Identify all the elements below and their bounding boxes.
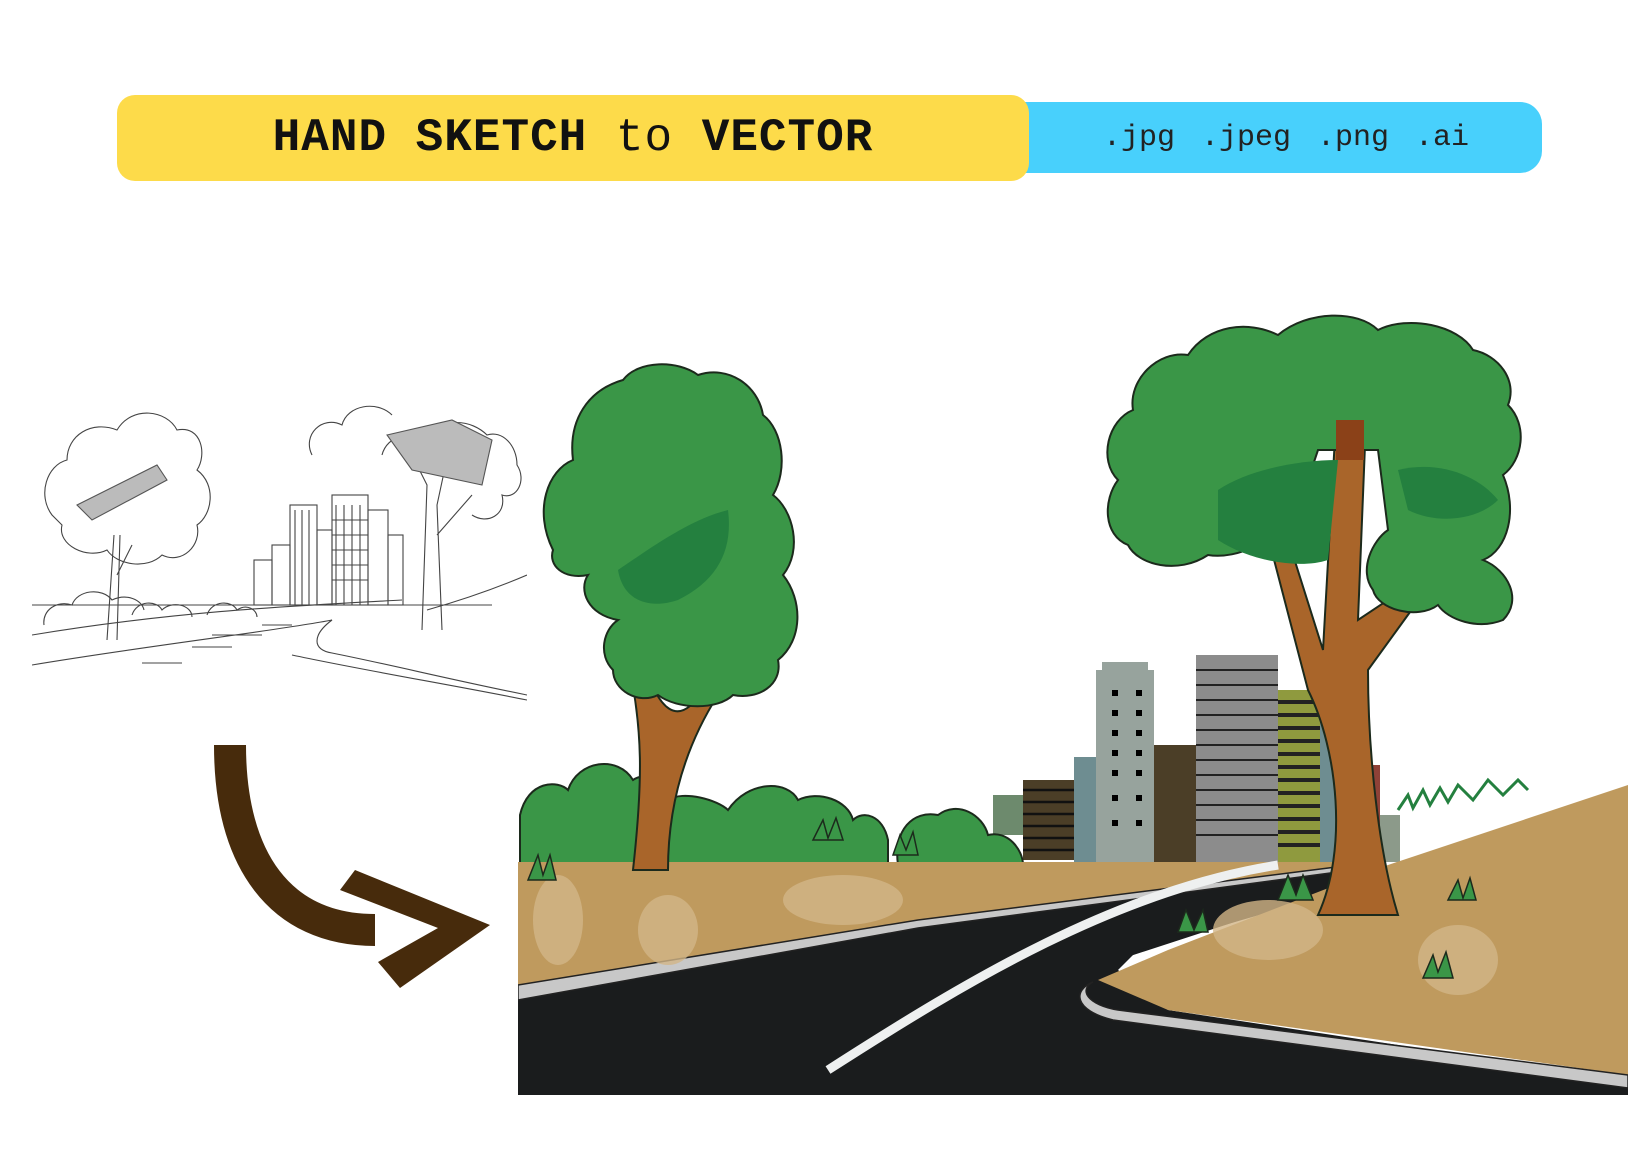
right-tree (1106, 314, 1522, 916)
format-jpg: .jpg (1102, 120, 1175, 155)
page-title: HAND SKETCH to VECTOR (273, 112, 874, 164)
formats-banner: .jpg .jpeg .png .ai (1000, 102, 1542, 173)
title-connector: to (615, 112, 674, 164)
vector-illustration (518, 314, 1628, 1095)
title-part-1: HAND SKETCH (272, 112, 588, 164)
left-tree (542, 363, 799, 871)
format-list: .jpg .jpeg .png .ai (1103, 121, 1469, 155)
format-jpeg: .jpeg (1200, 120, 1291, 155)
format-png: .png (1317, 120, 1390, 155)
sketch-illustration (32, 405, 527, 701)
title-part-2: VECTOR (701, 112, 874, 164)
arrow-icon (214, 744, 490, 988)
format-ai: .ai (1415, 120, 1470, 155)
title-banner: HAND SKETCH to VECTOR (117, 95, 1029, 181)
